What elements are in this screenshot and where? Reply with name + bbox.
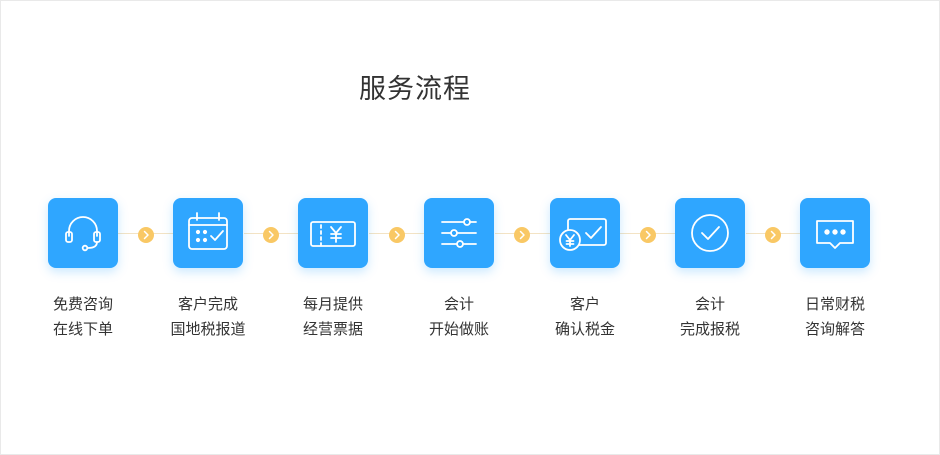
chevron-right-icon bbox=[389, 227, 405, 243]
chevron-right-icon bbox=[765, 227, 781, 243]
check-circle-icon bbox=[675, 198, 745, 268]
yen-card-check-icon bbox=[550, 198, 620, 268]
chevron-right-icon bbox=[263, 227, 279, 243]
chat-bubble-icon bbox=[800, 198, 870, 268]
step-label: 客户确认税金 bbox=[554, 295, 615, 338]
chevron-right-icon bbox=[640, 227, 656, 243]
yen-ticket-icon bbox=[298, 198, 368, 268]
page-title: 服务流程 bbox=[359, 74, 471, 105]
step-label: 会计开始做账 bbox=[428, 295, 489, 338]
step-label: 免费咨询在线下单 bbox=[52, 295, 113, 338]
calendar-check-icon bbox=[173, 198, 243, 268]
sliders-icon bbox=[424, 198, 494, 268]
step-label: 每月提供经营票据 bbox=[302, 295, 363, 338]
chevron-right-icon bbox=[514, 227, 530, 243]
step-label: 日常财税咨询解答 bbox=[804, 295, 865, 338]
step-label: 会计完成报税 bbox=[679, 295, 740, 338]
chevron-right-icon bbox=[138, 227, 154, 243]
step-label: 客户完成国地税报道 bbox=[170, 295, 246, 338]
headset-icon bbox=[48, 198, 118, 268]
